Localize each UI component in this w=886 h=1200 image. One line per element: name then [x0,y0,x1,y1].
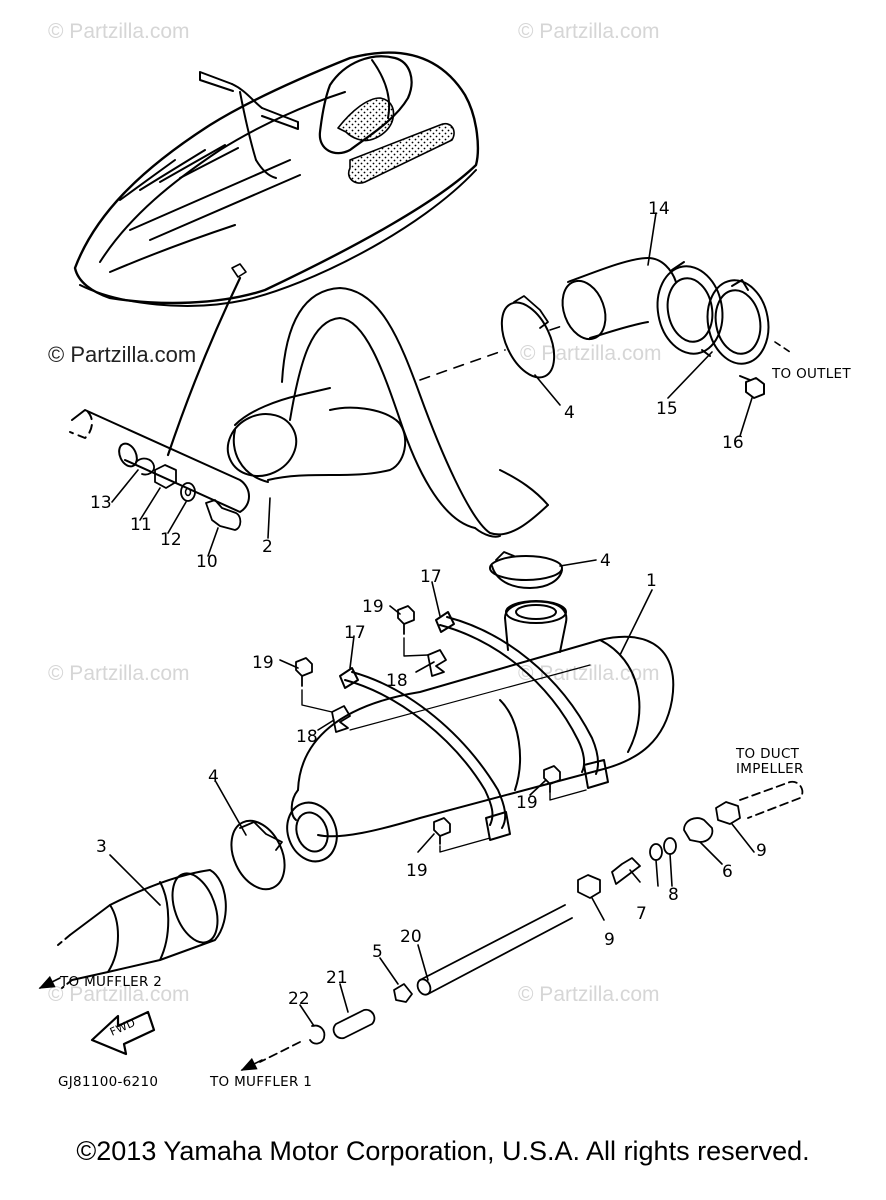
gasket-15 [706,279,770,365]
note-to-muffler-2: TO MUFFLER 2 [59,974,162,990]
fwd-arrow-icon [90,1010,156,1056]
callout-4-upper: 4 [564,403,575,423]
hose-clamp-4-lower [230,819,286,891]
bolt-19-b [397,605,415,635]
fitting-location-line [166,276,242,457]
exhaust-pipe-2 [226,287,549,538]
callout-19-b: 19 [362,597,384,617]
callout-20: 20 [400,927,422,947]
note-impeller: IMPELLER [736,761,804,777]
bolt-19-c [543,765,561,793]
callout-1: 1 [646,571,657,591]
bracket-18-right [427,649,447,677]
note-to-duct: TO DUCT [735,746,800,762]
hose-20 [419,904,573,995]
callout-4-middle: 4 [600,551,611,571]
leader-lines [109,212,755,1027]
hose-3 [57,869,227,989]
callout-4-lower: 4 [208,767,219,787]
to-muffler-1-arrow [240,1057,263,1071]
watermark: © Partzilla.com [518,662,660,685]
nipple-7 [611,857,641,885]
copyright-notice: ©2013 Yamaha Motor Corporation, U.S.A. A… [76,1136,810,1166]
joint-21 [332,1008,376,1040]
note-to-outlet: TO OUTLET [771,366,851,382]
callout-9-right: 9 [756,841,767,861]
watermark: © Partzilla.com [518,20,660,43]
callout-16: 16 [722,433,744,453]
callout-21: 21 [326,968,348,988]
watermark: © Partzilla.com [518,983,660,1006]
muffler-1-hose [259,1041,301,1063]
callout-17-right: 17 [420,567,442,587]
watermark: © Partzilla.com [48,983,190,1006]
callout-18-right: 18 [386,671,408,691]
callout-3: 3 [96,837,107,857]
callout-22: 22 [288,989,310,1009]
callout-13: 13 [90,493,112,513]
callout-7: 7 [636,904,647,924]
bolt-19-d [433,817,451,845]
callout-2: 2 [262,537,273,557]
watermark: © Partzilla.com [48,662,190,685]
callout-10: 10 [196,552,218,572]
muffler-strap-17-right [435,611,609,789]
bolt-16 [739,375,765,399]
callout-15: 15 [656,399,678,419]
watermark: © Partzilla.com [520,342,662,365]
part-code: GJ81100-6210 [58,1074,158,1090]
muffler-1 [286,600,675,863]
duct-pipe [739,780,804,819]
watermark: © Partzilla.com [48,342,197,367]
callout-14: 14 [648,199,670,219]
callout-17-left: 17 [344,623,366,643]
hose-clamp-4-upper [500,295,556,379]
watercraft-illustration [73,51,480,307]
clamp-22 [309,1024,326,1045]
callout-9-middle: 9 [604,930,615,950]
outlet-elbow-14 [561,257,724,357]
callout-11: 11 [130,515,152,535]
callout-8: 8 [668,885,679,905]
hose-clamp-4-middle [489,551,563,589]
fitting-6 [683,817,714,843]
callout-5: 5 [372,942,383,962]
clamp-5 [393,983,413,1003]
callout-19-d: 19 [406,861,428,881]
callout-12: 12 [160,530,182,550]
to-muffler-2-arrow [38,975,61,989]
callout-6: 6 [722,862,733,882]
callout-19-c: 19 [516,793,538,813]
nut-9-right [715,801,741,825]
watermark: © Partzilla.com [48,20,190,43]
cooling-pipe-assembly [69,409,250,531]
muffler-strap-17-left [339,667,511,841]
nut-9-middle [577,874,601,899]
washer-8-a [649,843,663,861]
washer-8-b [663,837,677,855]
fwd-label: FWD [108,1016,138,1039]
callout-18-left: 18 [296,727,318,747]
bolt-19-a [295,657,313,687]
note-to-muffler-1: TO MUFFLER 1 [209,1074,312,1090]
bracket-18-left [331,705,351,733]
callout-19-a: 19 [252,653,274,673]
